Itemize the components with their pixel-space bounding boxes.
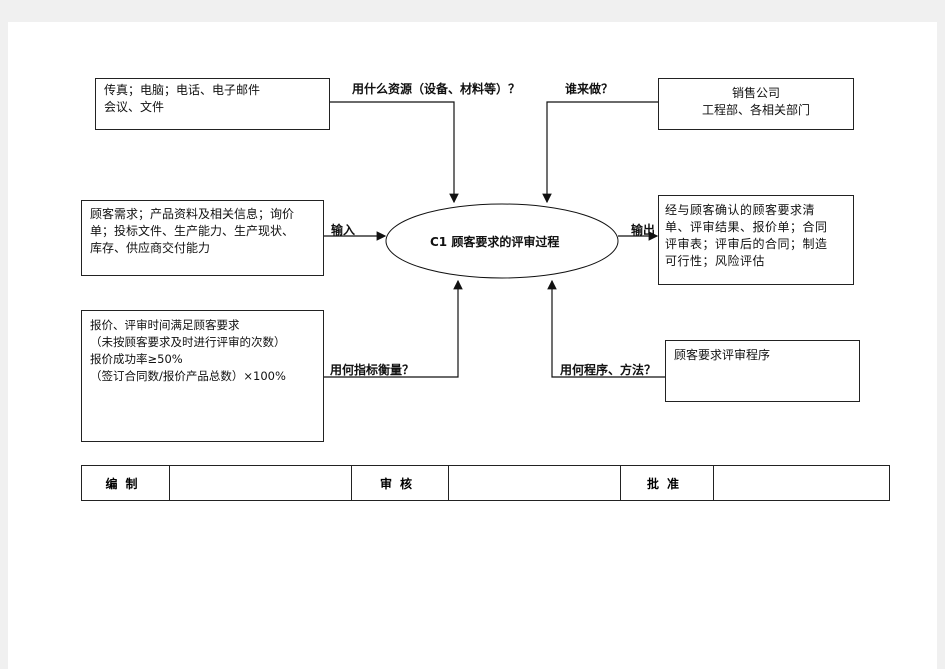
procedure-box: 顾客要求评审程序: [665, 340, 860, 402]
input-box: 顾客需求；产品资料及相关信息；询价 单；投标文件、生产能力、生产现状、 库存、供…: [81, 200, 324, 276]
method-question: 用何程序、方法？: [560, 363, 657, 377]
output-line: 评审表；评审后的合同；制造: [665, 237, 828, 251]
who-box: 销售公司 工程部、各相关部门: [658, 78, 854, 130]
signoff-table: 编制 审核 批准: [81, 465, 890, 501]
output-line: 单、评审结果、报价单；合同: [665, 220, 828, 234]
output-label: 输出: [631, 223, 656, 237]
who-line: 工程部、各相关部门: [701, 103, 810, 117]
indicator-question: 用何指标衡量？: [330, 363, 415, 377]
who-question: 谁来做？: [565, 82, 614, 96]
resources-line: 传真；电脑；电话、电子邮件: [104, 83, 261, 97]
output-line: 经与顾客确认的顾客要求清: [665, 203, 816, 217]
input-line: 库存、供应商交付能力: [90, 241, 211, 255]
procedure-line: 顾客要求评审程序: [674, 348, 771, 362]
process-ellipse: [385, 203, 619, 279]
output-line: 可行性；风险评估: [665, 254, 766, 268]
prepared-field[interactable]: [169, 465, 352, 501]
resources-line: 会议、文件: [104, 100, 165, 114]
resources-arrow: [329, 101, 459, 204]
input-line: 顾客需求；产品资料及相关信息；询价: [90, 207, 295, 221]
indicator-line: 报价成功率≥50%: [90, 352, 183, 366]
resources-question: 用什么资源（设备、材料等）？: [352, 82, 521, 96]
reviewed-field[interactable]: [448, 465, 621, 501]
approved-label: 批准: [620, 465, 714, 501]
indicator-line: （签订合同数/报价产品总数）×100%: [90, 369, 286, 383]
process-title: C1 顾客要求的评审过程: [430, 235, 560, 249]
method-arrow: [547, 279, 665, 378]
prepared-label: 编制: [81, 465, 170, 501]
approved-field[interactable]: [713, 465, 890, 501]
indicator-line: （未按顾客要求及时进行评审的次数）: [90, 335, 286, 349]
who-arrow: [542, 101, 658, 204]
indicator-arrow: [324, 279, 463, 378]
output-box: 经与顾客确认的顾客要求清 单、评审结果、报价单；合同 评审表；评审后的合同；制造…: [658, 195, 854, 285]
indicator-line: 报价、评审时间满足顾客要求: [90, 318, 240, 332]
input-label: 输入: [331, 223, 356, 237]
who-line: 销售公司: [731, 86, 780, 100]
resources-box: 传真；电脑；电话、电子邮件 会议、文件: [95, 78, 330, 130]
indicators-box: 报价、评审时间满足顾客要求 （未按顾客要求及时进行评审的次数） 报价成功率≥50…: [81, 310, 324, 442]
reviewed-label: 审核: [351, 465, 449, 501]
input-line: 单；投标文件、生产能力、生产现状、: [90, 224, 295, 238]
